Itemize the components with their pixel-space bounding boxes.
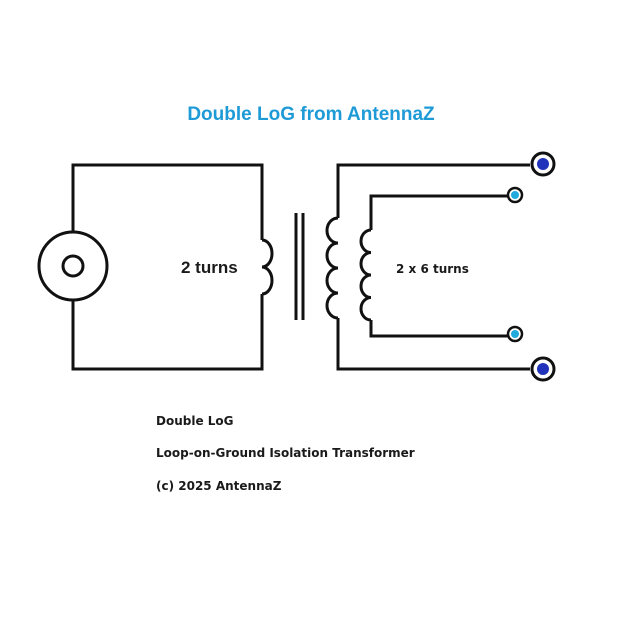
secondary-inner-coil: [359, 228, 372, 322]
secondary-outer-wire-bottom: [336, 318, 530, 371]
caption-copyright: (c) 2025 AntennaZ: [156, 479, 282, 493]
coax-connector-icon: [37, 230, 109, 302]
caption-description: Loop-on-Ground Isolation Transformer: [156, 446, 415, 460]
primary-wire-bottom: [71, 294, 264, 371]
secondary-inner-circuit: [359, 194, 508, 338]
caption-title: Double LoG: [156, 414, 234, 428]
secondary-outer-coil: [325, 216, 339, 320]
primary-coil: [261, 238, 274, 296]
transformer-core: [294, 213, 305, 320]
primary-turns-label: 2 turns: [181, 258, 238, 277]
secondary-outer-wire-top: [336, 163, 530, 218]
coax-center-pin: [61, 254, 85, 278]
terminal-inner-top: [506, 186, 524, 204]
coax-outer-ring: [37, 230, 109, 302]
terminal-inner-bottom: [506, 325, 524, 343]
terminal-outer-bottom: [530, 356, 556, 382]
terminal-inner-top-dot: [511, 191, 519, 199]
secondary-outer-circuit: [325, 163, 530, 371]
primary-wire-top: [71, 163, 264, 240]
terminal-inner-bottom-dot: [511, 330, 519, 338]
secondary-turns-label: 2 x 6 turns: [396, 262, 469, 276]
terminal-outer-top: [530, 151, 556, 177]
terminal-outer-top-dot: [537, 158, 549, 170]
primary-circuit: [71, 163, 274, 371]
secondary-inner-wire-bottom: [369, 320, 508, 338]
secondary-inner-wire-top: [369, 194, 508, 230]
terminal-outer-bottom-dot: [537, 363, 549, 375]
page-title: Double LoG from AntennaZ: [187, 104, 435, 125]
